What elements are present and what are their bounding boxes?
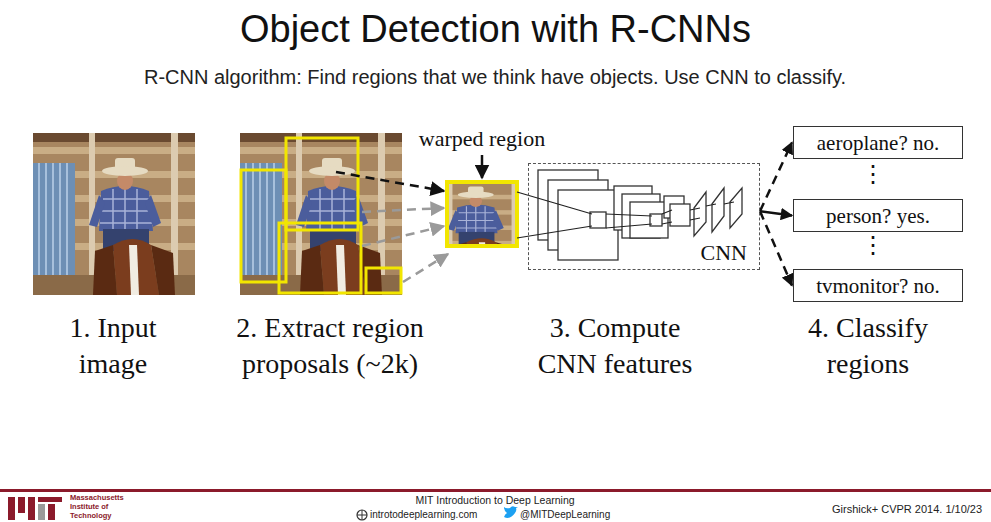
network-label: CNN <box>699 240 749 266</box>
illustration-part <box>286 138 358 230</box>
illustration-part <box>517 192 734 238</box>
illustration-part <box>730 188 742 228</box>
class-box: tvmonitor? no. <box>793 269 963 302</box>
twitter-icon <box>504 506 518 518</box>
illustration-part <box>404 170 530 274</box>
course-name: MIT Introduction to Deep Learning <box>345 494 645 507</box>
input-image <box>33 133 195 295</box>
web-icon <box>357 510 367 520</box>
connector-arrow <box>760 211 792 215</box>
illustration-part <box>38 504 45 520</box>
illustration-part <box>48 504 55 520</box>
illustration-part <box>8 497 15 520</box>
class-label: tvmonitor? no. <box>814 274 942 298</box>
illustration-part <box>336 172 444 191</box>
connector-arrow <box>760 211 792 285</box>
slide-title: Object Detection with R-CNNs <box>0 6 991 52</box>
illustration-part <box>403 254 448 282</box>
class-label: aeroplane? no. <box>815 131 941 155</box>
step-caption: 2. Extract region proposals (~2k) <box>210 310 450 382</box>
class-box: person? yes. <box>793 199 963 232</box>
mit-logo <box>8 497 62 520</box>
ellipsis-dots: ⋮ <box>858 160 888 188</box>
illustration-part <box>28 497 35 520</box>
step-caption: 4. Classify regions <box>778 310 958 382</box>
class-box: aeroplane? no. <box>793 126 963 159</box>
step-caption: 1. Input image <box>38 310 188 382</box>
illustration-part <box>0 489 991 492</box>
illustration-part <box>712 188 724 232</box>
illustration-part <box>33 133 195 295</box>
ellipsis-dots: ⋮ <box>858 231 888 259</box>
website: introtodeeplearning.com <box>370 508 500 521</box>
warped-region <box>404 155 530 274</box>
illustration-part <box>590 212 606 228</box>
illustration-part <box>404 170 530 274</box>
class-label: person? yes. <box>824 204 932 228</box>
callout-label: warped region <box>397 126 567 152</box>
illustration-part <box>670 204 690 226</box>
institute-name: Massachusetts Institute of Technology <box>70 493 134 520</box>
citation: Girshick+ CVPR 2014. 1/10/23 <box>832 502 987 516</box>
illustration-part <box>504 506 518 518</box>
illustration-part <box>0 489 991 522</box>
twitter-handle: @MITDeepLearning <box>520 508 640 521</box>
illustration-part <box>447 182 517 246</box>
illustration-part <box>357 510 367 520</box>
illustration-part <box>362 208 444 212</box>
illustration-part <box>279 223 361 293</box>
illustration-part <box>481 155 484 178</box>
illustration-part <box>240 133 402 295</box>
connector-arrow <box>760 143 792 212</box>
illustration-part <box>38 497 62 502</box>
step-caption: 3. Compute CNN features <box>520 310 710 382</box>
cnn-box: CNN <box>528 163 760 270</box>
proposal-image <box>240 133 402 295</box>
proposal-arrows <box>336 172 448 282</box>
illustration-part <box>366 268 401 293</box>
illustration-part <box>362 226 444 246</box>
subtitle: R-CNN algorithm: Find regions that we th… <box>15 64 975 90</box>
illustration-part <box>18 497 25 513</box>
illustration-part <box>558 190 618 260</box>
illustration-part <box>694 192 706 236</box>
illustration-part <box>630 202 668 238</box>
footer-band <box>0 489 991 522</box>
illustration-part <box>357 510 367 520</box>
